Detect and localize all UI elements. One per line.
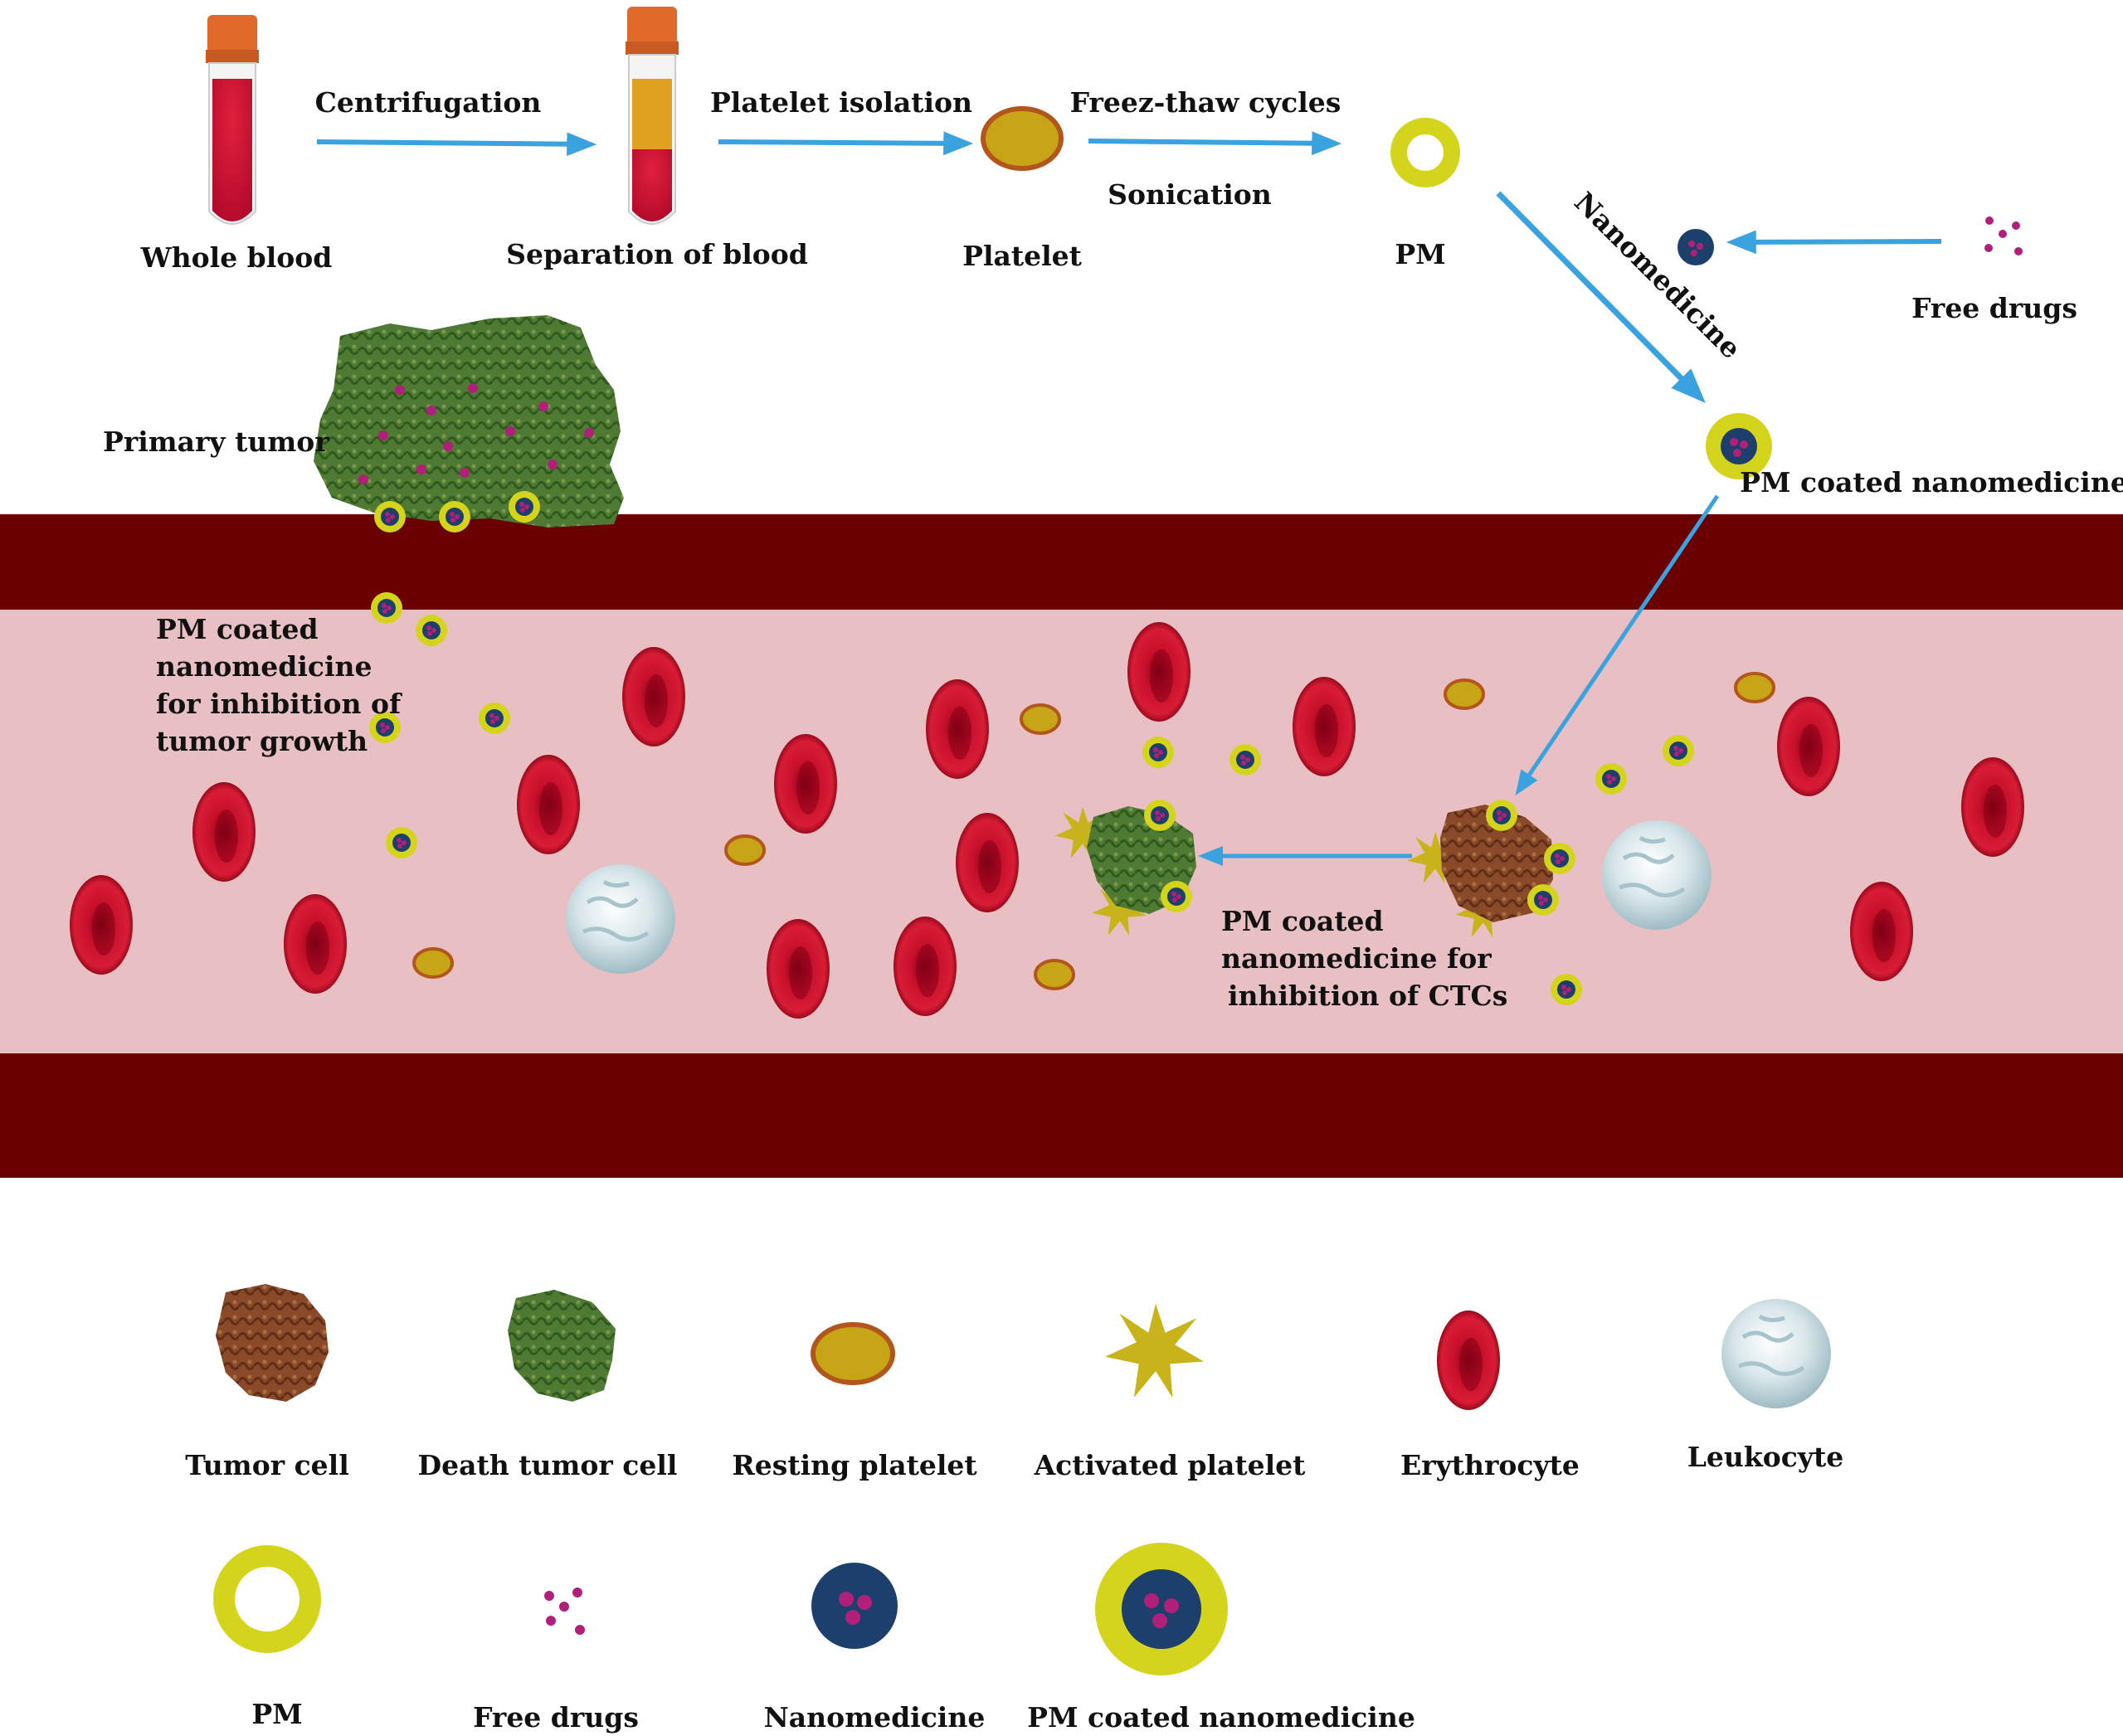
ctc-label-line1: PM coated [1221, 905, 1384, 937]
sonication-label: Sonication [1108, 178, 1272, 211]
free-drugs-legend-icon [544, 1588, 585, 1635]
legend-leukocyte-label: Leukocyte [1687, 1441, 1844, 1473]
legend-nanomedicine-label: Nanomedicine [764, 1701, 986, 1734]
ctc-label-line3: inhibition of CTCs [1228, 980, 1507, 1012]
ctc-tumor-cell-with-platelets [1407, 800, 1575, 937]
tumor-growth-label-line3: for inhibition of [156, 688, 402, 720]
coating-arrow [1496, 191, 1706, 403]
pm-coated-nanomedicine-legend-icon [1095, 1543, 1228, 1675]
tumor-growth-label-line2: nanomedicine [156, 650, 372, 683]
nanomedicine-legend-icon [811, 1563, 898, 1649]
leukocyte-legend-icon [1721, 1299, 1831, 1408]
drug-loading-arrow [1726, 230, 1942, 255]
centrifugation-label: Centrifugation [315, 86, 542, 119]
legend-pm-label: PM [251, 1698, 302, 1730]
separation-label: Separation of blood [506, 238, 808, 270]
tumor-cell-legend-icon [216, 1284, 329, 1402]
death-tumor-cell-legend-icon [508, 1290, 616, 1402]
pm-coated-nanomedicine-icon [1706, 413, 1772, 479]
pm-coated-label: PM coated nanomedicine [1740, 466, 2123, 498]
freeze-thaw-arrow [1088, 131, 1342, 156]
legend-resting-platelet-label: Resting platelet [732, 1449, 977, 1481]
pm-label: PM [1395, 238, 1445, 270]
platelet-isolation-label: Platelet isolation [710, 86, 972, 119]
legend-erythrocyte-label: Erythrocyte [1400, 1449, 1580, 1481]
separated-blood-tube-icon [626, 7, 679, 225]
platelet-isolation-arrow [718, 131, 974, 156]
activated-platelet-legend-icon [1105, 1303, 1204, 1398]
nanomedicine-icon [1677, 229, 1714, 265]
legend-tumor-cell-label: Tumor cell [185, 1449, 348, 1481]
pm-legend-icon [213, 1545, 321, 1653]
primary-tumor-label: Primary tumor [103, 425, 329, 458]
tumor-growth-label-line4: tumor growth [156, 725, 368, 757]
erythrocyte-legend-icon [1437, 1311, 1500, 1410]
primary-tumor [314, 315, 624, 528]
ctc-label-line2: nanomedicine for [1221, 942, 1492, 975]
free-drugs-icon [1984, 216, 2023, 255]
pm-icon [1390, 118, 1460, 187]
resting-platelet-legend-icon [811, 1322, 895, 1385]
whole-blood-label: Whole blood [140, 241, 333, 274]
legend: Tumor cell Death tumor cell Resting plat… [185, 1284, 1843, 1734]
legend-death-tumor-cell-label: Death tumor cell [418, 1449, 678, 1481]
legend-activated-platelet-label: Activated platelet [1034, 1449, 1307, 1481]
whole-blood-tube-icon [206, 15, 259, 225]
death-tumor-cell-with-platelets [1054, 800, 1196, 936]
free-drugs-label: Free drugs [1911, 292, 2077, 324]
platelet-label: Platelet [962, 240, 1083, 272]
injection-arrow [1515, 494, 1720, 795]
freeze-thaw-label: Freez-thaw cycles [1070, 86, 1341, 119]
legend-pm-coated-label: PM coated nanomedicine [1027, 1701, 1415, 1734]
tumor-growth-label-line1: PM coated [156, 613, 319, 645]
platelet-icon [981, 106, 1064, 171]
legend-free-drugs-label: Free drugs [473, 1701, 639, 1734]
nanomedicine-arrow-label: Nanomedicine [1568, 186, 1747, 365]
centrifugation-arrow [316, 132, 597, 157]
